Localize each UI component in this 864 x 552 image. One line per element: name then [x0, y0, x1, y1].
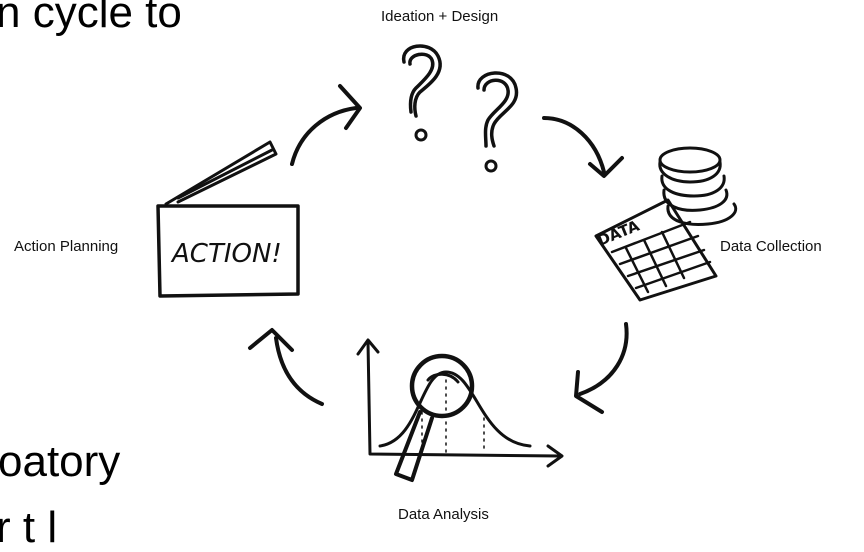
arrow-to-action-planning-icon [248, 328, 324, 406]
cycle-diagram: n cycle to oatory r t l [0, 0, 822, 550]
arrow-to-ideation-icon [290, 84, 362, 166]
data-analysis-icon [356, 338, 564, 482]
data-sheet-label: DATA [595, 217, 643, 250]
stage-label-ideation: Ideation + Design [381, 8, 499, 25]
clapperboard-icon [156, 140, 300, 298]
data-collection-icon [594, 146, 738, 302]
slide-text-fragment-top: n cycle to [0, 0, 182, 37]
stage-label-data-collection: Data Collection [720, 238, 822, 255]
question-marks-icon [402, 44, 519, 173]
stage-label-data-analysis: Data Analysis [398, 506, 489, 523]
stage-label-action-planning: Action Planning [14, 238, 119, 255]
arrow-to-data-collection-icon [542, 116, 624, 178]
arrow-to-data-analysis-icon [574, 322, 629, 414]
slide-text-fragment-middle: oatory [0, 437, 121, 486]
cycle-sketch: DATA ACTION! [156, 44, 738, 482]
action-sign-text: ACTION! [170, 239, 282, 269]
